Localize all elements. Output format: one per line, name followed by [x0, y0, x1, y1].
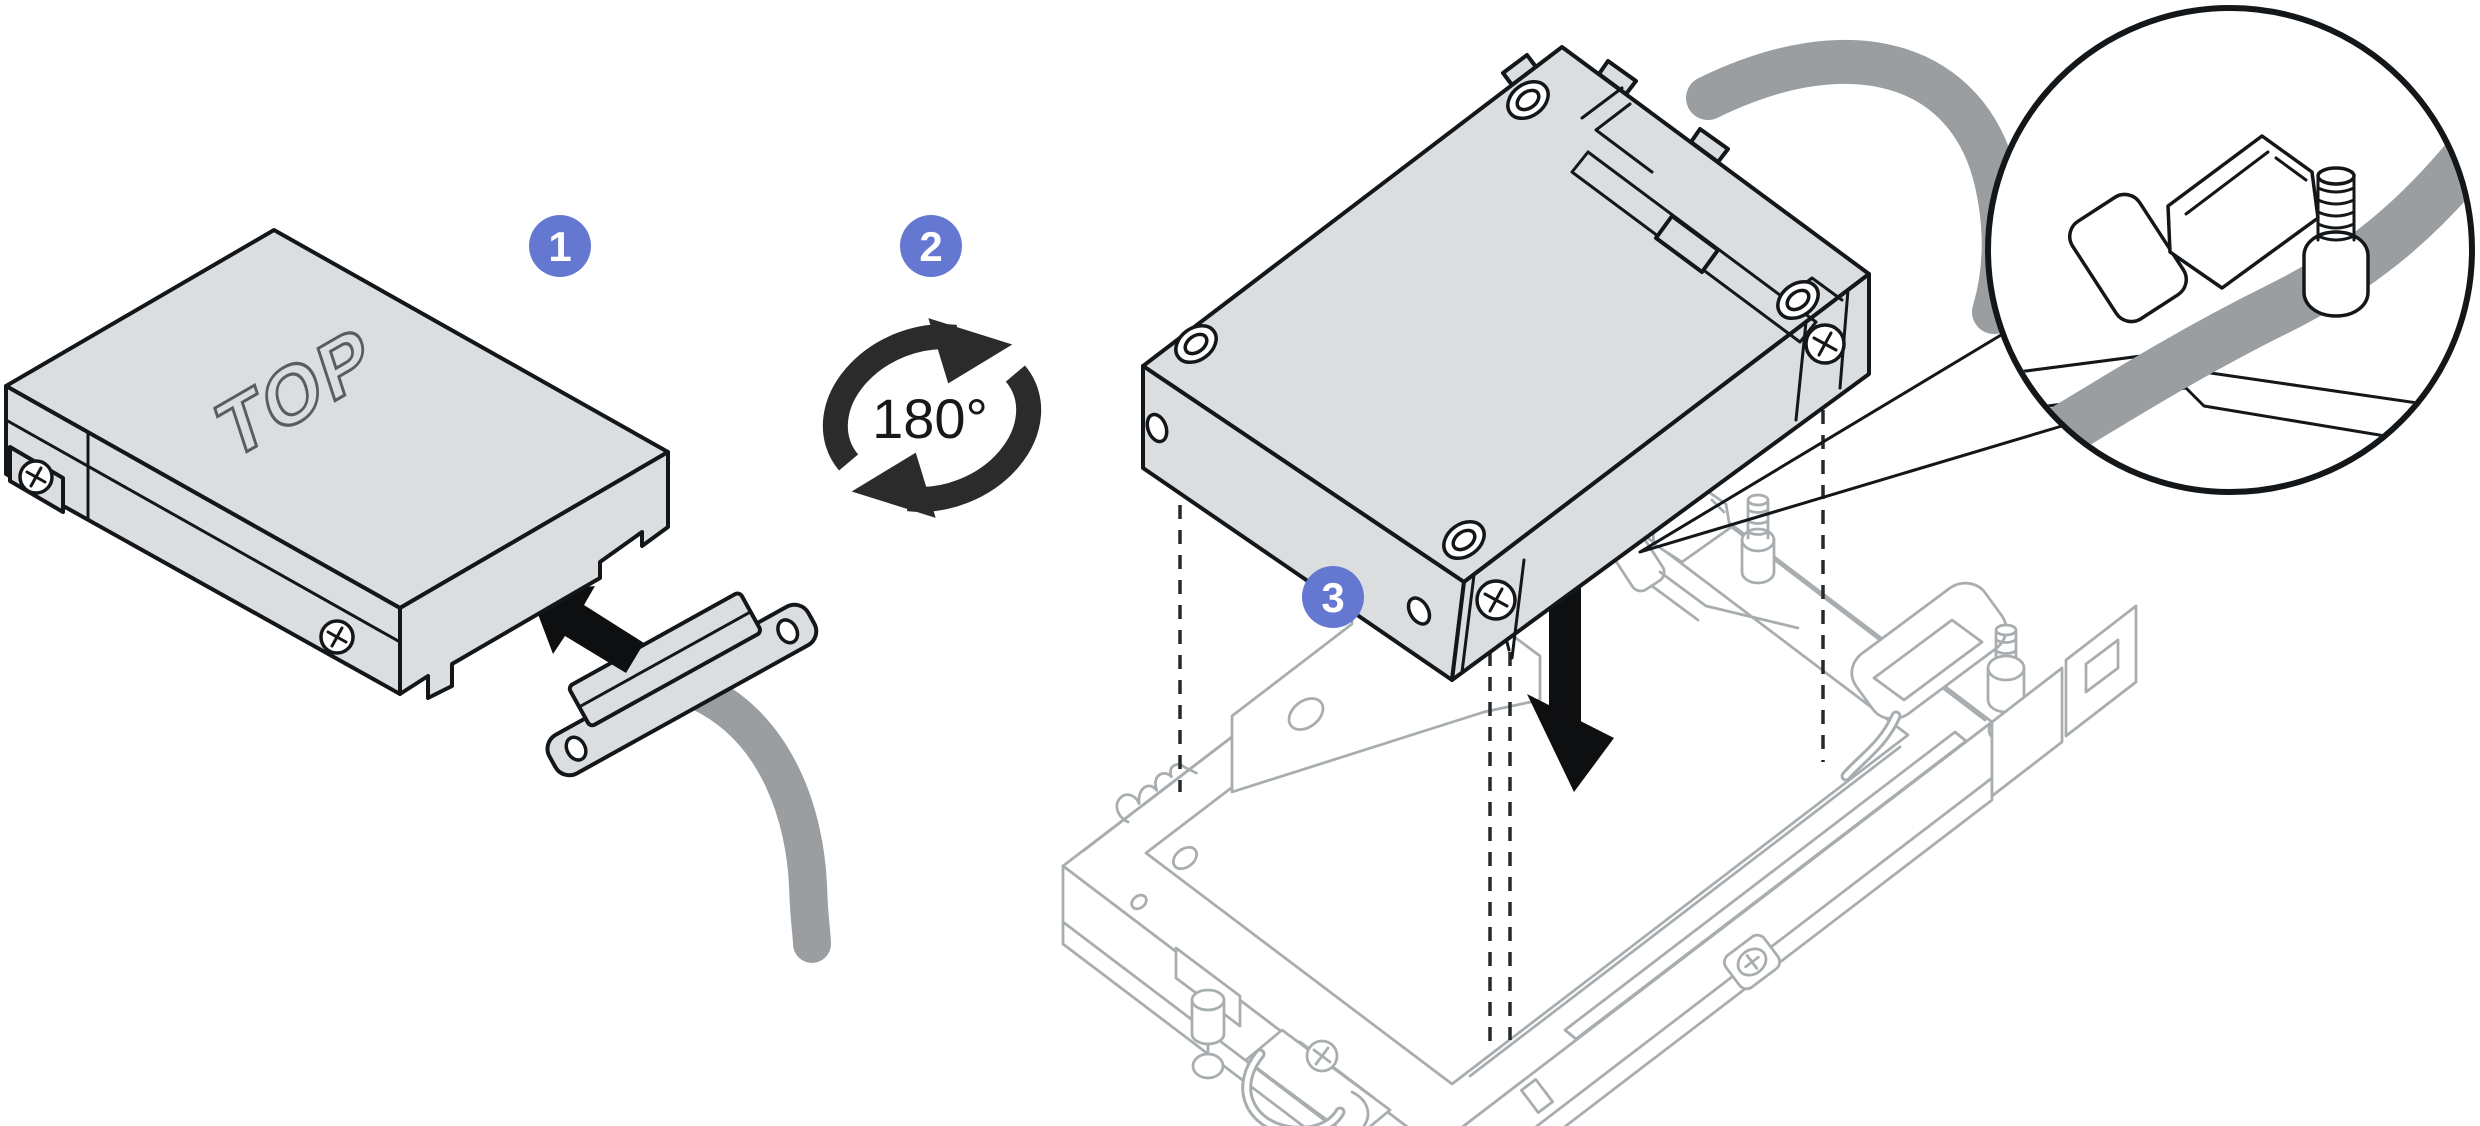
drive-side-hole — [1145, 412, 1169, 444]
tray-rim-oval-hole — [1171, 845, 1199, 871]
rotation-angle-label: 180° — [872, 387, 988, 450]
connector-cable — [681, 673, 831, 963]
tray-spring-fingers-left — [1115, 763, 1198, 824]
step-badge-number: 3 — [1321, 574, 1344, 621]
drive-side-hole — [1406, 596, 1432, 626]
tray-screw-post-left — [1174, 946, 1242, 1080]
step-badge-number: 1 — [548, 223, 571, 270]
connector-screw-hole — [776, 618, 800, 645]
connector-screw-hole — [564, 735, 588, 762]
tray-rim-hole — [1130, 893, 1148, 911]
tray-latch — [1241, 1028, 1392, 1126]
tray-phillips-emblem — [1723, 933, 1781, 991]
magnified-clip-post — [2302, 230, 2370, 318]
tray-wall-hole — [1287, 697, 1325, 731]
step-badge-number: 2 — [919, 223, 942, 270]
magnified-cable — [2014, 132, 2469, 471]
step-badge-circle — [529, 215, 591, 277]
drive-side-seams — [1460, 288, 1850, 674]
cable-connector — [545, 591, 819, 778]
step-1-badge: 1 — [529, 215, 591, 277]
drive-front-right-face — [398, 450, 670, 700]
tray-rail-slot — [1563, 730, 1968, 1041]
tray-rail-accent-line — [1468, 745, 1902, 1078]
magnified-cable-clip — [2068, 134, 2370, 324]
step-badge-circle — [900, 215, 962, 277]
drive-mounting-screw — [1804, 323, 1846, 365]
insert-arrow-icon — [530, 586, 644, 673]
magnified-screw — [2316, 166, 2356, 242]
step-2-badge: 2 — [900, 215, 962, 277]
rotate-180-icon: 180° — [822, 318, 1042, 518]
drive-lid-seam — [4, 418, 402, 644]
drive-mounting-screw — [18, 459, 54, 495]
magnifier-pointer-lines — [1638, 330, 2064, 554]
drive-mounting-screw — [1475, 579, 1517, 621]
magnifier-detail-circle — [1985, 5, 2475, 495]
tray-right-end-brackets — [1990, 604, 2138, 798]
drive-mounting-screw — [319, 619, 355, 655]
left-drive: TOP — [4, 228, 670, 700]
drive-screw-holes — [1174, 79, 1820, 561]
right-drive — [1141, 45, 1871, 682]
tray-rail-hole — [1520, 1078, 1554, 1114]
drive-connector-bracket — [1570, 86, 1844, 344]
step-3-badge: 3 — [1302, 566, 1364, 628]
step-badge-circle — [1302, 566, 1364, 628]
drive-right-side-face — [1450, 272, 1871, 682]
